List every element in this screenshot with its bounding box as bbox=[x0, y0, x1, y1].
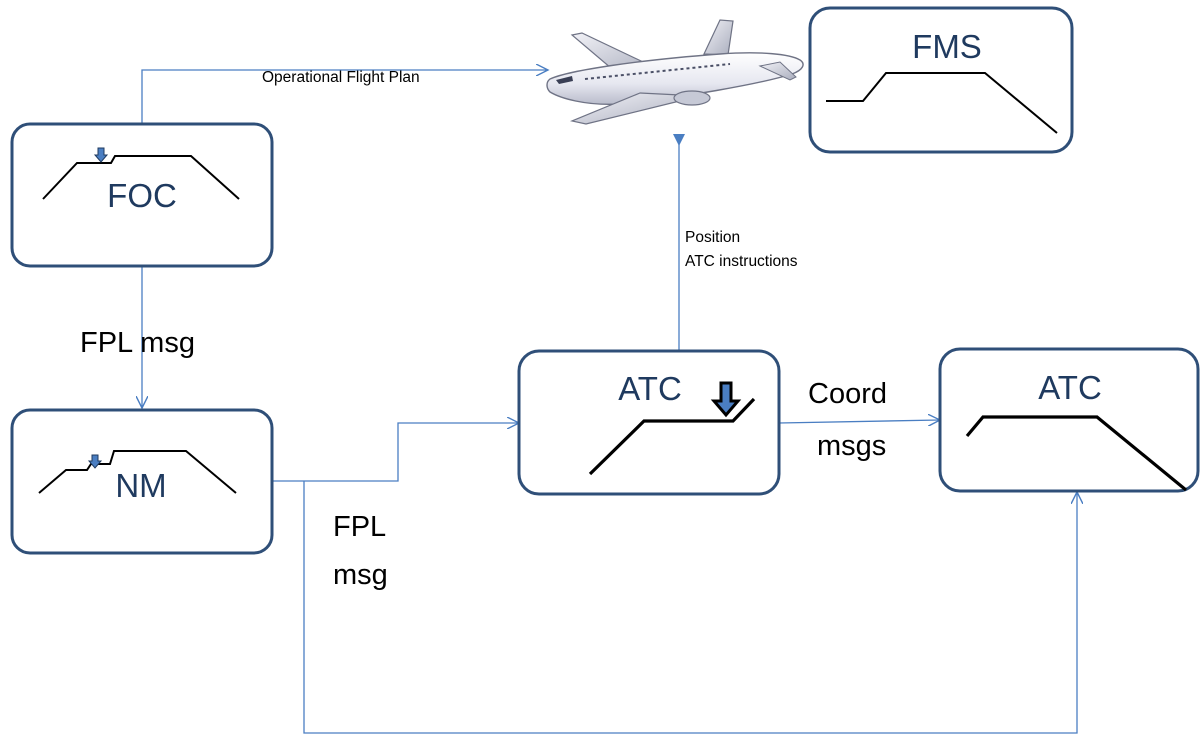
position-label: Position bbox=[685, 229, 740, 246]
flow-coord-msgs bbox=[778, 420, 940, 423]
atc-center-label: ATC bbox=[618, 370, 682, 407]
atc-right-node: ATC bbox=[938, 347, 1200, 493]
nm-node: NM bbox=[10, 408, 274, 555]
atc-center-flight-profile bbox=[588, 397, 756, 476]
fms-label: FMS bbox=[912, 28, 982, 65]
nm-flight-profile bbox=[38, 450, 237, 494]
flow-fpl-msg-nm-atc bbox=[272, 423, 519, 482]
nm-step-down-arrow-icon bbox=[87, 454, 103, 469]
nm-label: NM bbox=[115, 467, 166, 504]
fpl-label-bottom: FPL bbox=[333, 511, 386, 543]
fms-node: FMS bbox=[808, 6, 1074, 154]
flow-operational-flight-plan bbox=[141, 70, 548, 124]
foc-step-down-arrow-icon bbox=[93, 147, 109, 163]
fpl-msg-label-top: FPL msg bbox=[80, 327, 195, 359]
coord-label: Coord bbox=[808, 378, 887, 410]
atc-center-down-arrow-icon bbox=[710, 381, 742, 418]
operational-flight-plan-label: Operational Flight Plan bbox=[262, 69, 420, 86]
msg-label-bottom: msg bbox=[333, 559, 388, 591]
coord-msgs-label: msgs bbox=[817, 430, 886, 462]
airplane-icon bbox=[546, 19, 804, 125]
flow-nm-atc-right bbox=[303, 481, 1077, 734]
fms-flight-profile bbox=[826, 72, 1058, 134]
atc-center-node: ATC bbox=[517, 349, 781, 496]
foc-flight-profile bbox=[42, 155, 240, 200]
atc-right-label: ATC bbox=[1038, 369, 1102, 406]
foc-node: FOC bbox=[10, 122, 274, 268]
atc-instructions-label: ATC instructions bbox=[685, 253, 798, 270]
foc-label: FOC bbox=[107, 177, 177, 214]
atc-right-flight-profile bbox=[965, 415, 1188, 492]
